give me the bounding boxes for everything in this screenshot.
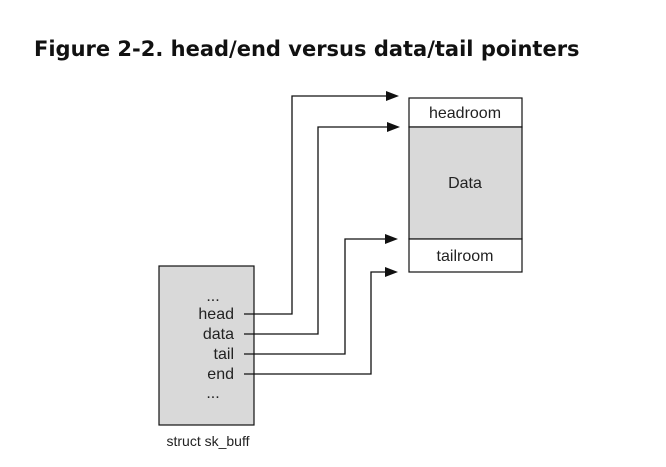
tailroom-label: tailroom [437,248,494,265]
sk-buff-struct: ... head data tail end ... struct sk_buf… [158,265,255,449]
data-pointer-arrowhead [387,122,400,132]
tail-pointer-line [244,238,387,355]
figure-title: Figure 2-2. head/end versus data/tail po… [34,37,580,61]
head-pointer-line [244,95,388,315]
headroom-label: headroom [429,105,501,122]
ellipsis-bottom: ... [206,385,219,402]
sk-buff-caption: struct sk_buff [166,433,249,449]
field-head-label: head [198,306,234,323]
headroom-region [408,97,523,128]
sk-buff-box [158,265,255,426]
field-tail-label: tail [214,346,234,363]
head-pointer-arrowhead [386,91,399,101]
tail-pointer-arrowhead [385,234,398,244]
end-pointer-arrowhead [385,267,398,277]
data-label: Data [448,175,482,192]
end-pointer-line [244,271,387,375]
field-data-label: data [203,326,234,343]
packet-buffer: headroom Data tailroom [408,97,523,273]
ellipsis-top: ... [206,288,219,305]
data-pointer-line [244,126,389,335]
data-region [408,126,523,240]
tailroom-region [408,238,523,273]
field-end-label: end [207,366,234,383]
pointer-arrows [244,91,400,375]
